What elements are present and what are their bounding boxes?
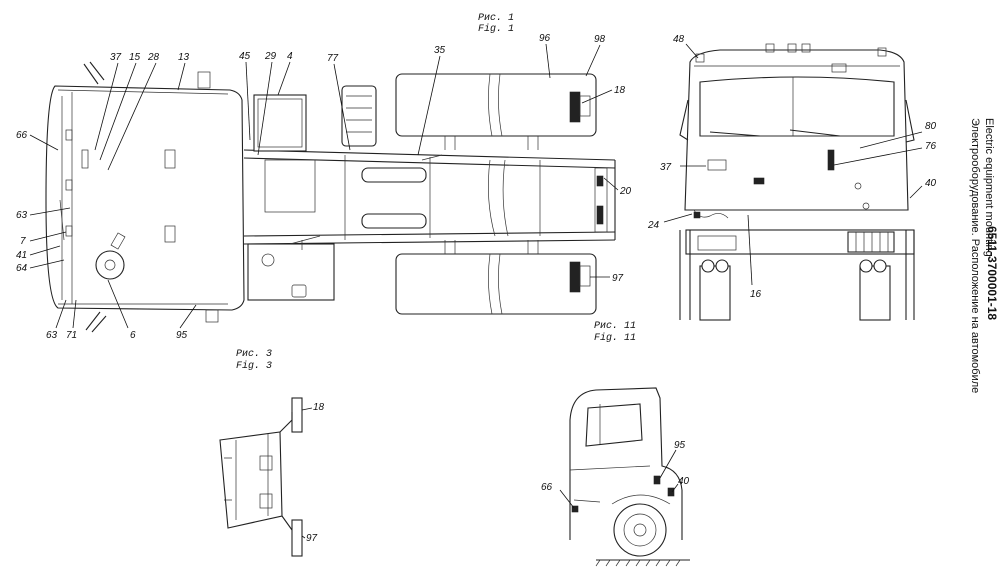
callout-40-fig11: 40 [678,476,690,487]
fig11-label-ru: Рис. 11 [594,321,636,332]
callout-77: 77 [327,53,339,64]
sheet-title-en: Electric equipment mounting [983,118,995,257]
callout-64: 64 [16,263,28,274]
fig1-label-en: Fig. 1 [478,23,514,35]
fig11-side-view [569,387,690,567]
callout-97: 97 [612,273,624,284]
fig11-leader-lines [559,449,679,509]
sheet-title-block: Электрооборудование. Расположение на авт… [969,118,995,393]
fig11-label: Рис. 11 Fig. 11 [594,321,636,344]
cab-outline [45,85,245,311]
front-callouts: 48 80 76 37 40 24 16 [647,34,937,300]
windshield [699,76,895,137]
front-view [679,43,915,321]
fig1-leader-lines [29,43,619,329]
fig3-rear-bracket [219,397,303,557]
fig1-callouts: 37 15 28 13 45 29 4 77 35 96 98 18 66 63… [16,33,632,341]
callout-66-fig11: 66 [541,482,553,493]
callout-24: 24 [647,220,660,231]
fig3-leader-lines [301,407,313,539]
fig11-front-wheel [613,503,667,557]
sheet-title-ru: Электрооборудование. Расположение на авт… [969,118,981,393]
fig11-label-en: Fig. 11 [594,332,636,344]
fig3-label-ru: Рис. 3 [236,349,272,360]
battery-box [253,94,307,152]
callout-97-fig3: 97 [306,533,318,544]
sheet-code-block: 6511-3700001-18 [985,226,999,320]
fig11-cab-outline [569,387,683,540]
callout-18-fig3: 18 [313,402,325,413]
fuel-tank-lower [395,253,597,315]
callout-13: 13 [178,52,190,63]
callout-18: 18 [614,85,626,96]
callout-63-lower: 63 [46,330,58,341]
cab-front-outline [684,49,909,211]
callout-16: 16 [750,289,762,300]
callout-6: 6 [130,330,136,341]
grille-lamp [847,231,895,253]
callout-45: 45 [239,51,251,62]
steering-wheel [95,250,125,280]
callout-96: 96 [539,33,551,44]
callout-66: 66 [16,130,28,141]
fig1-top-view [45,61,616,333]
callout-37: 37 [110,52,122,63]
callout-37-front: 37 [660,162,672,173]
callout-28: 28 [147,52,160,63]
fig1-label-ru: Рис. 1 [478,13,514,24]
front-leader-lines [663,43,923,286]
fig3-callouts: 18 97 [306,402,325,544]
callout-95-fig11: 95 [674,440,686,451]
frame-rail-upper [243,149,616,161]
callout-98: 98 [594,34,606,45]
fig3-label-en: Fig. 3 [236,360,272,372]
callout-29: 29 [264,51,277,62]
callout-76: 76 [925,141,937,152]
fig1-label: Рис. 1 Fig. 1 [478,13,514,35]
callout-4: 4 [287,51,293,62]
callout-15: 15 [129,52,141,63]
callout-35: 35 [434,45,446,56]
callout-95: 95 [176,330,188,341]
frame-rail-lower [243,231,616,237]
fuel-tank-upper [395,73,597,137]
callout-7: 7 [20,236,26,247]
fig3-label: Рис. 3 Fig. 3 [236,349,272,372]
sheet-code: 6511-3700001-18 [985,226,999,320]
callout-20: 20 [619,186,632,197]
callout-80: 80 [925,121,937,132]
callout-41: 41 [16,250,27,261]
fig11-callouts: 95 40 66 [541,440,690,493]
callout-71: 71 [66,330,77,341]
callout-40: 40 [925,178,937,189]
callout-48: 48 [673,34,685,45]
callout-63: 63 [16,210,28,221]
fig3-bracket-body [219,431,283,529]
